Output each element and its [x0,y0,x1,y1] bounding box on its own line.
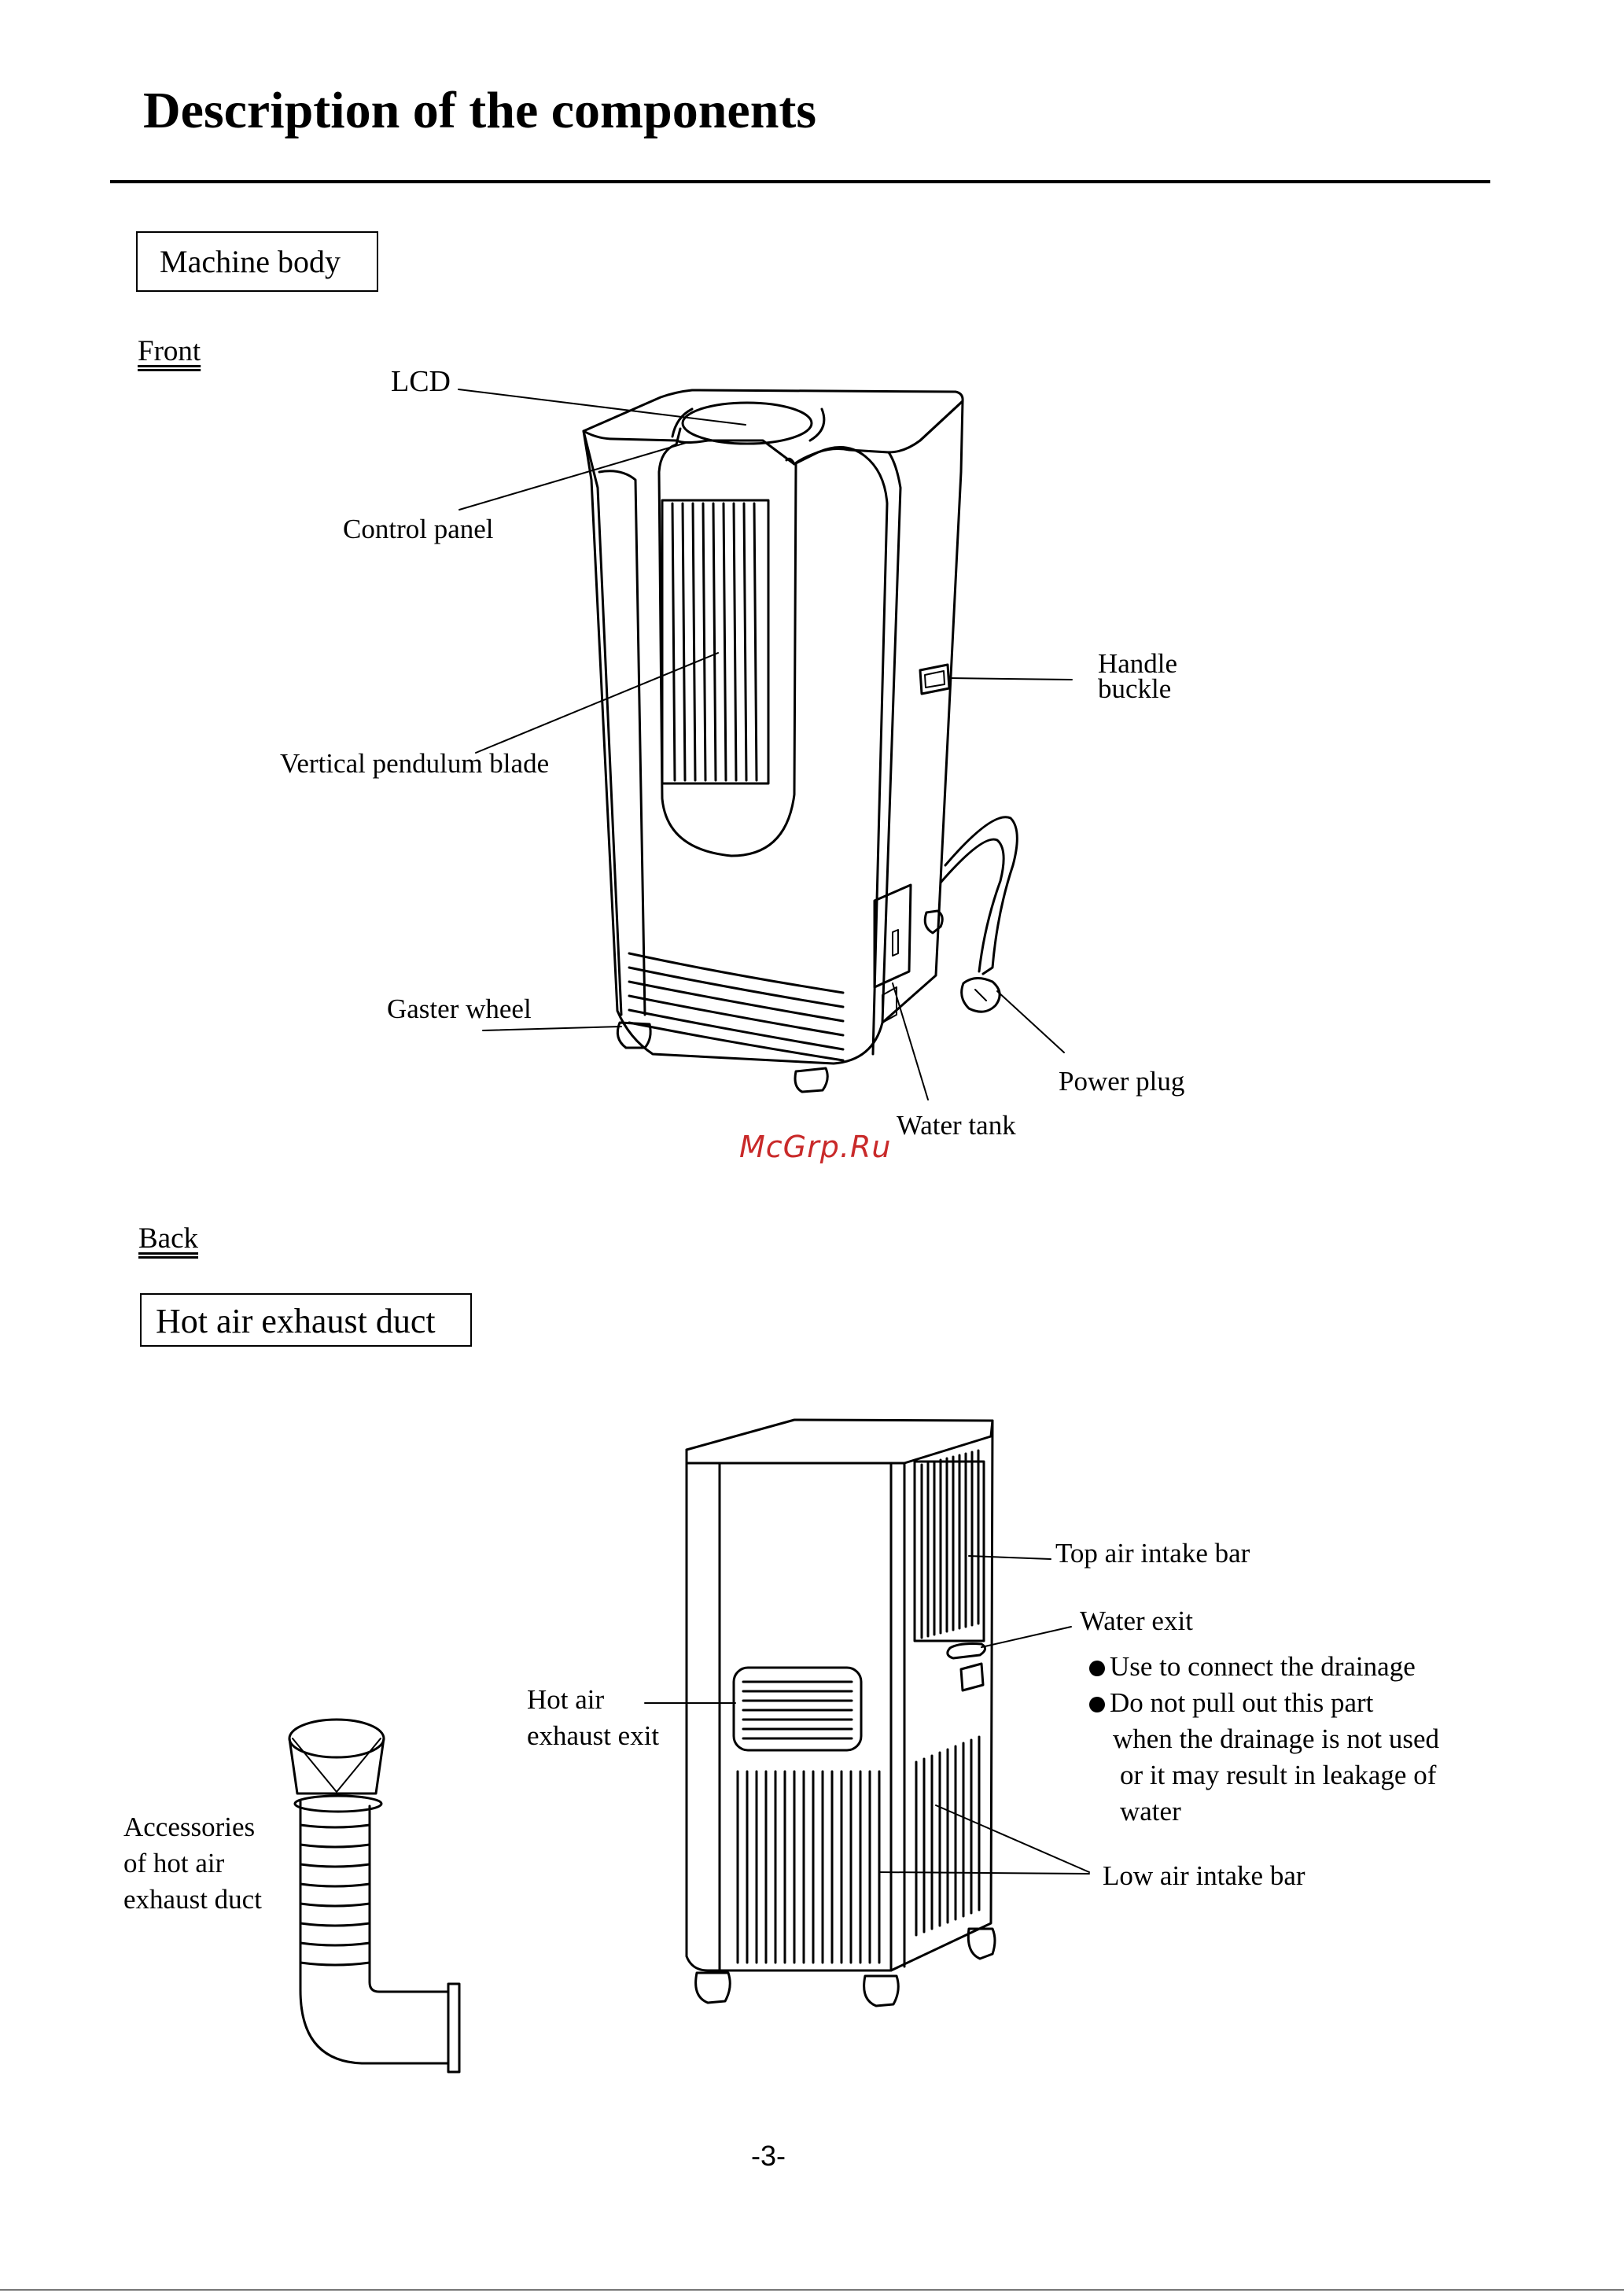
back-unit-drawing [644,1418,1090,2007]
label-handle-buckle-1: Handle [1098,648,1178,679]
page-bottom-border [0,2289,1624,2291]
note-1-text: Use to connect the drainage [1110,1651,1416,1682]
page-title: Description of the components [143,82,817,139]
note-2-line2: when the drainage is not used [1113,1723,1440,1754]
note-2-text: Do not pull out this part [1110,1687,1374,1718]
label-low-air-intake-bar: Low air intake bar [1103,1860,1305,1891]
back-heading: Back [138,1222,199,1255]
label-top-air-intake-bar: Top air intake bar [1055,1538,1250,1569]
label-accessories-1: Accessories [123,1812,256,1842]
label-accessories-2: of hot air [123,1848,225,1878]
machine-body-label: Machine body [136,231,378,292]
label-handle-buckle-2: buckle [1098,673,1172,704]
front-unit-drawing [458,389,1073,1100]
title-divider [110,180,1490,183]
exhaust-duct-drawing [288,1718,461,2074]
bullet-icon [1089,1697,1105,1712]
label-vertical-pendulum-blade: Vertical pendulum blade [280,748,550,779]
bullet-icon [1089,1661,1105,1676]
page-number: -3- [751,2140,786,2172]
watermark: McGrp.Ru [739,1130,892,1164]
label-lcd: LCD [391,365,451,398]
note-2-line4: water [1120,1796,1181,1827]
front-heading: Front [138,335,201,367]
note-1: Use to connect the drainage [1089,1649,1416,1685]
label-accessories-3: exhaust duct [123,1884,262,1915]
label-control-panel: Control panel [343,514,494,544]
label-hot-air-exit-2: exhaust exit [527,1720,660,1751]
label-power-plug: Power plug [1059,1066,1185,1097]
note-2-line3: or it may result in leakage of [1120,1760,1437,1790]
hot-air-exhaust-duct-label: Hot air exhaust duct [140,1293,472,1347]
label-hot-air-exit-1: Hot air [527,1684,605,1715]
label-water-tank: Water tank [897,1110,1016,1141]
label-water-exit: Water exit [1080,1605,1193,1636]
note-2: Do not pull out this part [1089,1685,1373,1721]
label-gaster-wheel: Gaster wheel [387,994,532,1024]
